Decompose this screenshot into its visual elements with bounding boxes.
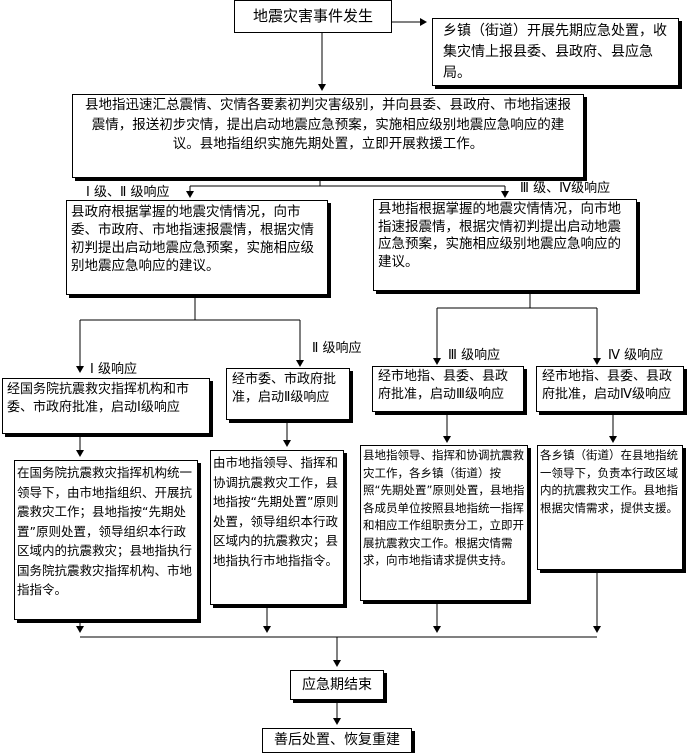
- gov-report-text: 县政府根据掌握的地震灾情情况，向市委、市政府、市地指速报震情，根据灾情初判提出启…: [71, 204, 314, 274]
- hq-report-box: 县地指根据掌握的地震灾情情况，向市地指速报震情，根据灾情初判提出启动地震应急预案…: [373, 199, 637, 291]
- recovery-box: 善后处置、恢复重建: [262, 728, 412, 753]
- label-level-3-4: Ⅲ 级、Ⅳ级响应: [520, 181, 611, 196]
- level-1-approve-box: 经国务院抗震救灾指挥机构和市委、市政府批准，启动Ⅰ级响应: [2, 378, 210, 434]
- level-2-action-box: 由市地指领导、指挥和协调抗震救灾工作，县地指按“先期处置”原则处置，领导组织本行…: [210, 450, 344, 605]
- level-4-action-box: 各乡镇（街道）在县地指统一领导下，负责本行政区域内的抗震救灾工作。县地指根据灾情…: [537, 445, 683, 570]
- level-2-approve-box: 经市委、市政府批准，启动Ⅱ级响应: [226, 368, 350, 420]
- label-level-4: Ⅳ 级响应: [608, 348, 664, 363]
- emergency-end-text: 应急期结束: [302, 676, 372, 693]
- level-1-action-box: 在国务院抗震救灾指挥机构统一领导下，由市地指组织、开展抗震救灾工作；县地指按“先…: [14, 460, 198, 620]
- event-box: 地震灾害事件发生: [234, 0, 392, 33]
- level-4-approve-box: 经市地指、县委、县政府批准，启动Ⅳ级响应: [536, 366, 684, 412]
- level-4-approve-text: 经市地指、县委、县政府批准，启动Ⅳ级响应: [542, 369, 673, 402]
- label-level-1: Ⅰ 级响应: [90, 362, 137, 377]
- label-level-3: Ⅲ 级响应: [448, 348, 501, 363]
- gov-report-box: 县政府根据掌握的地震灾情情况，向市委、市政府、市地指速报震情，根据灾情初判提出启…: [66, 200, 328, 295]
- level-3-action-box: 县地指领导、指挥和协调抗震救灾工作，各乡镇（街道）按照“先期处置”原则处置，县地…: [360, 445, 528, 601]
- level-2-approve-text: 经市委、市政府批准，启动Ⅱ级响应: [232, 372, 337, 405]
- township-text: 乡镇（街道）开展先期应急处置，收集灾情上报县委、县政府、县应急局。: [443, 23, 667, 81]
- level-1-approve-text: 经国务院抗震救灾指挥机构和市委、市政府批准，启动Ⅰ级响应: [7, 382, 190, 415]
- level-4-action-text: 各乡镇（街道）在县地指统一领导下，负责本行政区域内的抗震救灾工作。县地指根据灾情…: [540, 448, 678, 515]
- event-text: 地震灾害事件发生: [252, 7, 373, 25]
- label-level-1-2: Ⅰ 级、Ⅱ 级响应: [86, 185, 170, 200]
- county-hq-text: 县地指迅速汇总震情、灾情各要素初判灾害级别，并向县委、县政府、市地指速报震情，报…: [85, 97, 571, 152]
- level-1-action-text: 在国务院抗震救灾指挥机构统一领导下，由市地指组织、开展抗震救灾工作；县地指按“先…: [17, 465, 193, 597]
- label-level-2: Ⅱ 级响应: [312, 341, 362, 356]
- level-2-action-text: 由市地指领导、指挥和协调抗震救灾工作，县地指按“先期处置”原则处置，领导组织本行…: [213, 455, 339, 568]
- level-3-approve-box: 经市地指、县委、县政府批准，启动Ⅲ级响应: [372, 366, 524, 412]
- county-hq-box: 县地指迅速汇总震情、灾情各要素初判灾害级别，并向县委、县政府、市地指速报震情，报…: [72, 94, 584, 178]
- hq-report-text: 县地指根据掌握的地震灾情情况，向市地指速报震情，根据灾情初判提出启动地震应急预案…: [378, 201, 621, 270]
- township-box: 乡镇（街道）开展先期应急处置，收集灾情上报县委、县政府、县应急局。: [432, 18, 679, 86]
- level-3-action-text: 县地指领导、指挥和协调抗震救灾工作，各乡镇（街道）按照“先期处置”原则处置，县地…: [363, 448, 525, 567]
- recovery-text: 善后处置、恢复重建: [274, 732, 400, 748]
- level-3-approve-text: 经市地指、县委、县政府批准，启动Ⅲ级响应: [378, 369, 509, 402]
- emergency-end-box: 应急期结束: [290, 670, 384, 700]
